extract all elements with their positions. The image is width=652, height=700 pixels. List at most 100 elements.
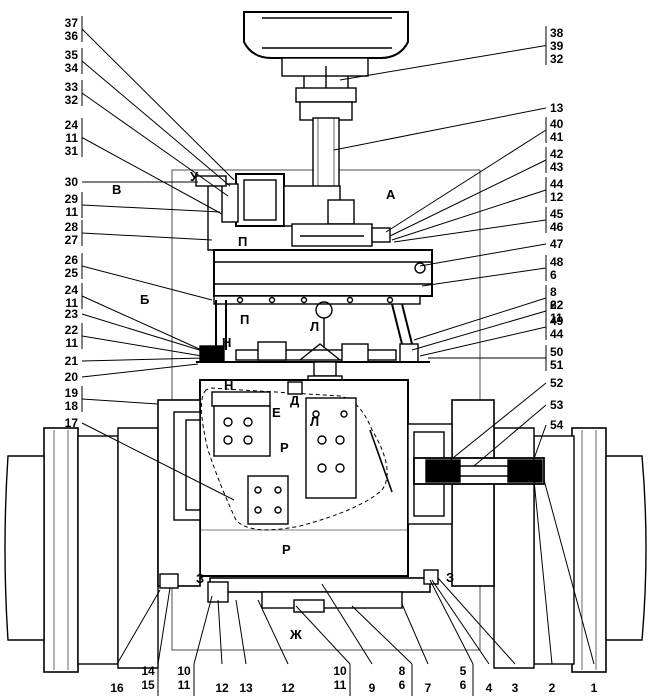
view-letter-z-right: З	[446, 570, 454, 585]
leader-line	[257, 599, 289, 665]
callout-number: 38	[550, 26, 564, 40]
callout-bottom-6: 12	[281, 681, 295, 695]
callout-bottom-13: 3	[512, 681, 519, 695]
callout-number: 3	[512, 681, 519, 695]
leader-line	[431, 579, 490, 665]
callout-number: 23	[65, 307, 79, 321]
callout-left-10: 23	[65, 307, 79, 321]
callout-number: 44	[550, 177, 564, 191]
callout-number: 6	[399, 678, 406, 692]
callout-number: 7	[425, 681, 432, 695]
callout-number: 49	[550, 314, 564, 328]
leader-line	[473, 404, 547, 467]
callout-number: 1	[591, 681, 598, 695]
callout-number: 10	[177, 664, 191, 678]
callout-number: 2	[549, 681, 556, 695]
leader-line	[81, 357, 205, 362]
callout-number: 31	[65, 144, 79, 158]
callout-number: 28	[65, 220, 79, 234]
callout-number: 24	[65, 283, 79, 297]
leader-line	[413, 297, 547, 341]
leader-line	[421, 267, 547, 287]
callout-number: 26	[65, 253, 79, 267]
callout-number: 32	[550, 52, 564, 66]
callout-number: 17	[65, 416, 79, 430]
leader-line	[81, 92, 229, 197]
callout-number: 11	[550, 311, 563, 325]
leader-line	[81, 422, 235, 501]
callout-number: 35	[65, 48, 79, 62]
callout-number: 12	[215, 681, 229, 695]
leader-line	[339, 45, 547, 81]
callout-number: 52	[550, 376, 564, 390]
leader-line	[419, 243, 547, 267]
leader-line	[295, 605, 351, 665]
leader-line	[193, 595, 213, 665]
callout-number: 6	[460, 678, 467, 692]
leader-lines	[81, 16, 595, 696]
callout-number: 9	[369, 681, 376, 695]
leader-line	[81, 335, 203, 357]
callout-number: 47	[550, 237, 564, 251]
view-letter-u: У	[190, 169, 199, 184]
view-letter-l-lower: Л	[310, 414, 319, 429]
leader-line	[81, 313, 207, 353]
leader-line	[401, 603, 429, 665]
view-letters: У В А П Б П Л Н Н Д Е Л Р Р З З Ж	[112, 169, 454, 642]
callout-number: 37	[65, 16, 79, 30]
view-letter-d: Д	[290, 393, 300, 408]
callout-number: 44	[550, 327, 564, 341]
leader-line	[437, 577, 516, 665]
leader-line	[393, 219, 547, 243]
callout-number: 22	[65, 323, 79, 337]
frame-members	[196, 300, 430, 385]
leader-line	[321, 583, 373, 665]
callout-numbers: 3736353433322411313029112827262524112322…	[65, 16, 598, 695]
transmission-housing	[213, 249, 433, 305]
view-letter-z-left: З	[196, 571, 204, 586]
leader-line	[81, 28, 235, 181]
callout-right-8: 486	[550, 255, 564, 282]
callout-number: 6	[550, 268, 557, 282]
callout-left-12: 21	[65, 354, 79, 368]
leader-line	[217, 599, 223, 665]
callout-number: 36	[65, 29, 79, 43]
callout-bottom-14: 2	[549, 681, 556, 695]
callout-number: 41	[550, 130, 564, 144]
view-letter-a: А	[386, 187, 396, 202]
callout-bottom-1: 16	[110, 681, 124, 695]
leader-line	[81, 137, 223, 215]
callout-left-5: 30	[65, 175, 79, 189]
left-wheel	[4, 399, 201, 673]
leader-line	[529, 424, 547, 471]
callout-number: 54	[550, 418, 564, 432]
leader-line	[437, 382, 547, 471]
motor-cluster	[195, 173, 391, 251]
callout-bottom-5: 13	[239, 681, 253, 695]
callout-number: 32	[65, 93, 79, 107]
callout-right-14: 53	[550, 398, 564, 412]
callout-number: 10	[333, 664, 347, 678]
view-letter-r-lower: Р	[282, 542, 291, 557]
callout-number: 34	[65, 61, 79, 75]
leader-line	[419, 326, 547, 357]
callout-number: 50	[550, 345, 564, 359]
leader-line	[411, 310, 547, 351]
callout-number: 16	[110, 681, 124, 695]
view-letter-v: В	[112, 182, 121, 197]
view-letter-b: Б	[140, 292, 149, 307]
leader-line	[385, 129, 547, 233]
callout-number: 53	[550, 398, 564, 412]
callout-bottom-4: 12	[215, 681, 229, 695]
leader-line	[389, 159, 547, 237]
